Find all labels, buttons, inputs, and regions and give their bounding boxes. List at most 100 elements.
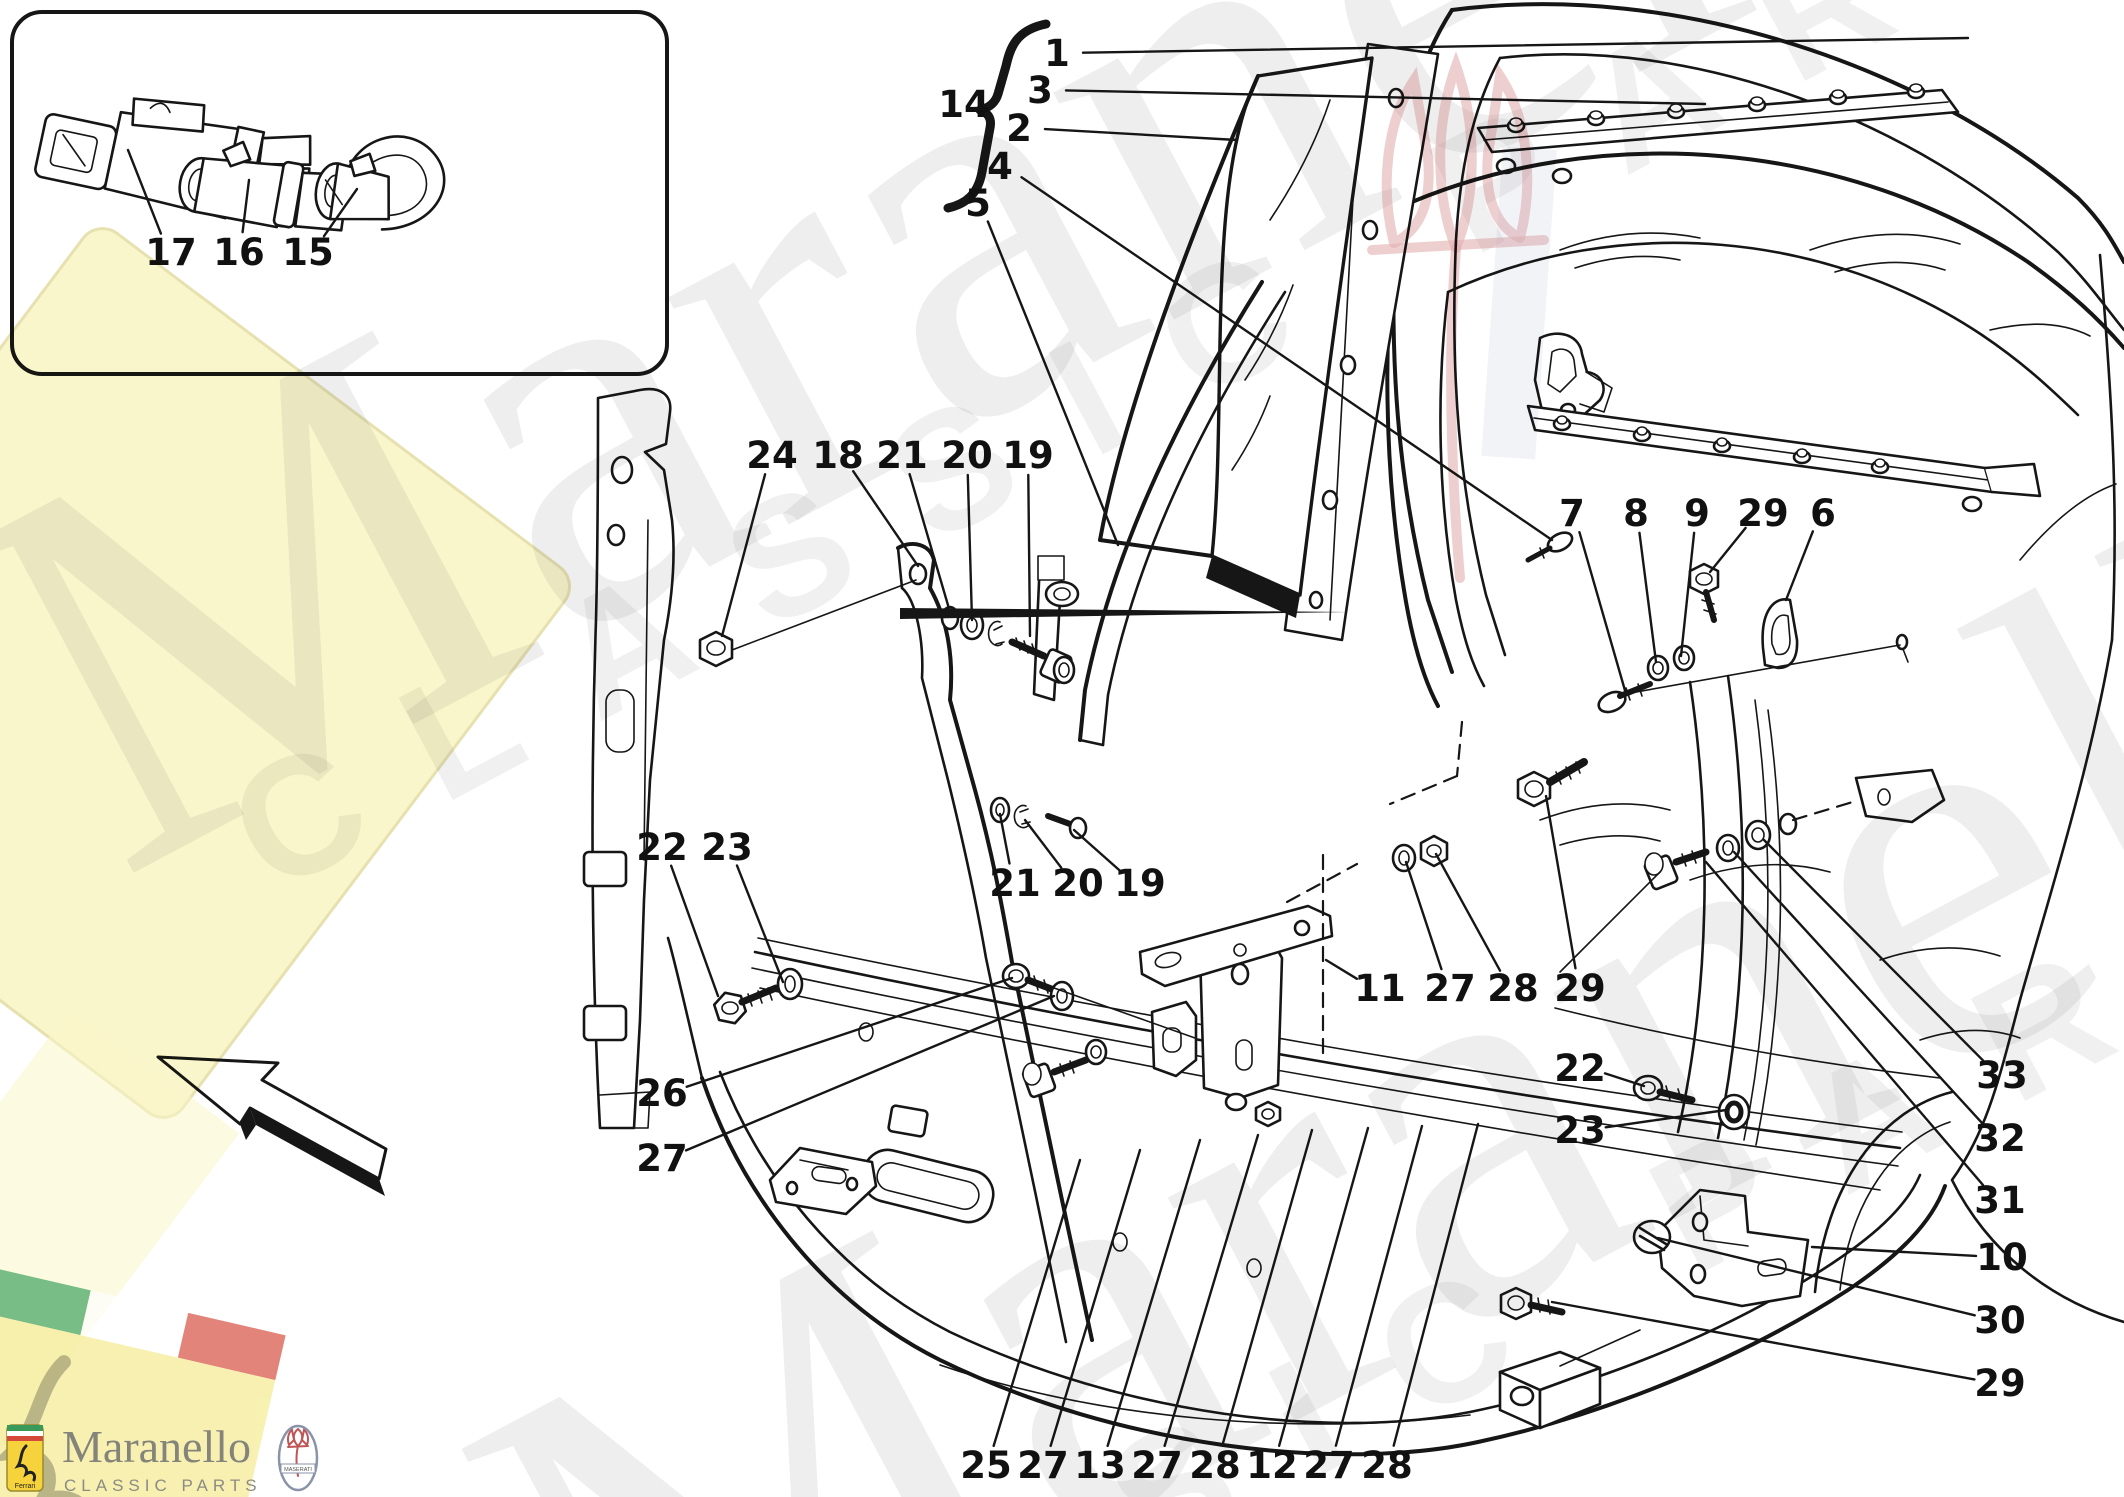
part-number-label: 6 — [1810, 492, 1836, 535]
leader-line — [1081, 36, 1970, 54]
leader-line — [1708, 526, 1747, 574]
leader-line — [1784, 530, 1815, 602]
part-number-label: 33 — [1976, 1054, 2028, 1097]
part-number-label: 27 — [1131, 1444, 1183, 1487]
ferrari-shield-logo: Ferrari — [6, 1424, 44, 1492]
part-number-label: 9 — [1684, 492, 1710, 535]
part-number-label: 3 — [1027, 69, 1053, 112]
part-number-label: 25 — [960, 1444, 1012, 1487]
flat-screw-4 — [1525, 531, 1574, 563]
part-number-label: 20 — [941, 434, 993, 477]
assembly-line — [1388, 774, 1459, 806]
hardware-7-8-9-29-6 — [1597, 562, 1909, 714]
assembly-line — [1039, 982, 1196, 1039]
leader-line — [1027, 473, 1032, 638]
leader-line — [1324, 958, 1359, 980]
part-number-label: 26 — [636, 1072, 688, 1115]
part-number-label: 8 — [1623, 492, 1649, 535]
part-number-label: 21 — [989, 862, 1041, 905]
hardware-right-washers — [1643, 768, 1946, 891]
part-number-label: 27 — [1303, 1444, 1355, 1487]
part-number-label: 31 — [1974, 1179, 2026, 1222]
leader-line — [1072, 828, 1121, 872]
leader-line — [1163, 1133, 1260, 1448]
window-rail-top — [1476, 83, 1960, 185]
assembly-line — [1559, 871, 1661, 973]
part-number-label: 23 — [1554, 1109, 1606, 1152]
assembly-line — [731, 579, 917, 651]
hardware-bolt-22-23 — [712, 967, 804, 1025]
leader-line — [998, 812, 1011, 865]
leader-line — [1023, 818, 1063, 869]
leader-line — [1404, 860, 1443, 971]
part-number-label: 22 — [636, 826, 688, 869]
part-number-label: 7 — [1559, 492, 1585, 535]
leader-line — [1762, 838, 1985, 1063]
part-number-label: 10 — [1976, 1236, 2028, 1279]
part-number-label: 15 — [282, 231, 334, 274]
assembly-axis-lines — [731, 579, 1901, 1060]
part-number-label: 22 — [1554, 1047, 1606, 1090]
leader-line — [1434, 852, 1502, 972]
leader-line — [1106, 1138, 1202, 1448]
leader-line — [908, 472, 952, 614]
leader-line — [684, 994, 1056, 1152]
hardware-upper-left — [698, 605, 1348, 840]
part-number-label: 28 — [1361, 1444, 1413, 1487]
leader-line — [1221, 1128, 1314, 1447]
quarter-glass — [1098, 56, 1374, 618]
assembly-line — [1455, 720, 1464, 778]
leader-line — [1550, 1300, 1976, 1381]
part-number-label: 19 — [1002, 434, 1054, 477]
part-number-label: 29 — [1554, 967, 1606, 1010]
assembly-line — [1791, 799, 1858, 822]
leader-line — [992, 1158, 1082, 1448]
door-shell — [666, 936, 1954, 1457]
leader-line — [1578, 530, 1628, 696]
leader-line — [735, 864, 785, 984]
part-number-label: 5 — [965, 182, 991, 225]
leader-line — [685, 976, 1014, 1088]
hardware-bolts-26-27 — [1001, 962, 1108, 1099]
logo-brand-text: Maranello — [62, 1421, 252, 1472]
part-number-label: 32 — [1974, 1117, 2026, 1160]
part-number-label: 16 — [213, 231, 265, 274]
leader-line — [1679, 531, 1696, 658]
part-number-label: 12 — [1246, 1444, 1298, 1487]
part-number-label: 27 — [636, 1137, 688, 1180]
part-number-label: 21 — [876, 434, 928, 477]
part-number-label: 2 — [1006, 107, 1032, 150]
leader-line — [966, 473, 974, 622]
bracket-and-plates — [1138, 758, 1588, 1128]
leader-line — [1656, 1236, 1976, 1317]
part-number-label: 24 — [746, 434, 798, 477]
part-number-label: 14 — [938, 83, 990, 126]
part-number-label: 29 — [1974, 1362, 2026, 1405]
part-number-label: 1 — [1044, 32, 1070, 75]
leader-line — [986, 220, 1120, 547]
maserati-oval-logo: MASERATI — [277, 1424, 318, 1492]
leader-line — [1704, 860, 1985, 1187]
leader-line — [1392, 1122, 1480, 1447]
hardware-lower-right — [1498, 1074, 1810, 1430]
direction-arrow — [156, 1055, 388, 1196]
leader-line — [1544, 794, 1577, 970]
leader-line — [1810, 1245, 1978, 1258]
maranello-logo: Ferrari Maranello CLASSIC PARTS MASERATI — [6, 1424, 320, 1496]
leader-line — [1604, 1108, 1728, 1129]
leader-line — [669, 864, 720, 998]
part-number-label: 11 — [1354, 967, 1406, 1010]
part-number-label: 30 — [1974, 1299, 2026, 1342]
leader-line — [1732, 850, 1984, 1125]
part-number-label: 20 — [1052, 862, 1104, 905]
leader-line — [720, 473, 767, 638]
leader-line — [1603, 1072, 1646, 1088]
assembly-line — [1285, 862, 1359, 904]
part-number-label: 28 — [1189, 1444, 1241, 1487]
inset-connector-box — [10, 10, 669, 376]
assembly-line — [1624, 644, 1901, 695]
svg-text:MASERATI: MASERATI — [284, 1467, 312, 1473]
part-number-label: 13 — [1074, 1444, 1126, 1487]
